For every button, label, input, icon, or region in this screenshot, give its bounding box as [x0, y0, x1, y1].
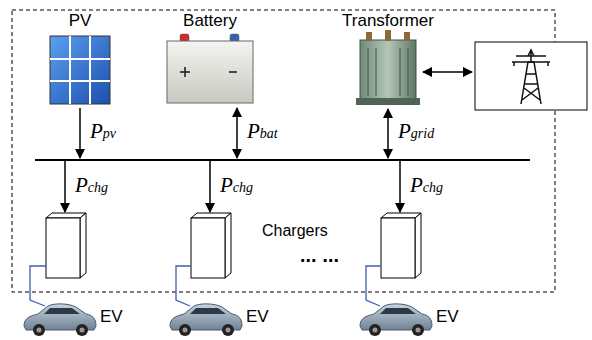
annotation-label: Chargers — [262, 222, 328, 240]
power-flow-label: Pbat — [247, 120, 278, 143]
power-flow-label: Pchg — [75, 174, 108, 197]
component-node: Battery — [183, 12, 237, 31]
power-flow-label: Pchg — [220, 174, 253, 197]
battery-icon — [167, 34, 253, 103]
grid-arrow — [387, 109, 389, 158]
charger-arrow — [209, 161, 211, 212]
charging-cable — [30, 266, 381, 306]
component-label: Transformer — [342, 12, 434, 31]
pv-arrow — [79, 108, 81, 158]
pv-panel-icon — [50, 36, 110, 104]
dc-bus — [35, 159, 530, 161]
component-label: Battery — [183, 12, 237, 31]
grid-link-arrow — [423, 71, 472, 73]
annotation-label: ⋯ ⋯ — [300, 252, 339, 270]
component-node: PV — [69, 12, 92, 31]
component-label: PV — [69, 12, 92, 31]
battery-arrow — [236, 108, 238, 158]
component-node: Transformer — [342, 12, 434, 31]
component-label: EV — [100, 308, 123, 327]
component-node: EV — [100, 308, 123, 327]
charger-arrow — [64, 161, 66, 212]
charger-arrow — [399, 161, 401, 212]
component-label: EV — [246, 308, 269, 327]
ev-car-icon — [24, 304, 432, 336]
component-node: EV — [246, 308, 269, 327]
transformer-icon — [356, 30, 420, 105]
power-flow-label: Pgrid — [398, 120, 434, 143]
component-label: EV — [436, 308, 459, 327]
system-boundary — [12, 10, 555, 292]
power-flow-label: Pchg — [410, 174, 443, 197]
component-node: EV — [436, 308, 459, 327]
charger-symbol — [46, 213, 421, 278]
grid-tower-icon — [475, 42, 587, 110]
power-flow-label: Ppv — [90, 120, 116, 143]
